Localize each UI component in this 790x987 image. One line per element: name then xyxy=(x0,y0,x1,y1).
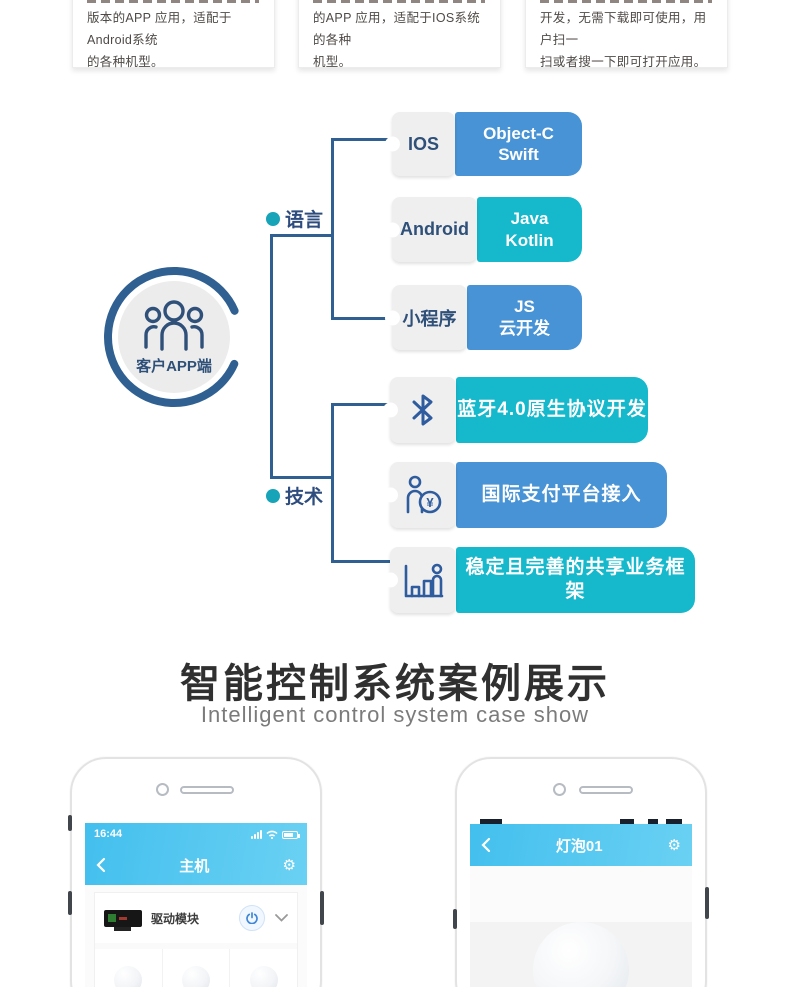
tree-language-junction-line xyxy=(270,234,334,237)
phone-mockup-right: 灯泡01 ⚙ xyxy=(453,757,709,987)
tree-language-bracket-line xyxy=(331,138,334,320)
language-row-ios: IOS Object-C Swift xyxy=(392,112,582,176)
customer-app-hub: 客户APP端 xyxy=(100,263,248,411)
card-text: 的APP 应用，适配于IOS系统的各种机型。 xyxy=(313,11,481,69)
bluetooth-text-block: 蓝牙4.0原生协议开发 xyxy=(456,377,648,443)
side-button xyxy=(68,815,72,831)
bulb-image xyxy=(182,966,210,987)
nav-bar: 灯泡01 ⚙ xyxy=(470,824,692,866)
section-subtitle: Intelligent control system case show xyxy=(200,702,590,727)
hub-label: 客户APP端 xyxy=(136,358,212,375)
side-button xyxy=(453,909,457,929)
bluetooth-icon xyxy=(390,377,456,443)
app-bar: 16:44 xyxy=(85,823,307,885)
battery-icon xyxy=(282,830,300,839)
hub-ring xyxy=(104,267,244,407)
cropped-status-bar xyxy=(470,817,692,824)
people-group-icon xyxy=(144,300,204,351)
payment-person-icon: ¥ xyxy=(390,462,456,528)
tech-row-payment: ¥ 国际支付平台接入 xyxy=(390,462,667,528)
card-miniprogram: 开发，无需下载即可使用，用户扫一扫或者搜一下即可打开应用。 xyxy=(525,0,728,69)
nav-title: 灯泡01 xyxy=(555,837,603,855)
gear-icon[interactable]: ⚙ xyxy=(667,836,681,854)
drive-module-image xyxy=(104,909,142,931)
card-text: 开发，无需下载即可使用，用户扫一扫或者搜一下即可打开应用。 xyxy=(540,11,707,69)
tree-ios-stub-line xyxy=(331,138,392,141)
camera-icon xyxy=(156,783,169,796)
tree-tech-bracket-line xyxy=(331,403,334,563)
ios-label-tag: IOS xyxy=(392,112,455,176)
bulb-tiles-row xyxy=(95,943,298,987)
status-icons xyxy=(251,829,300,839)
bullet-dot-icon xyxy=(266,211,280,226)
framework-text-block: 稳定且完善的共享业务框架 xyxy=(456,547,695,613)
miniprogram-tech-block: JS 云开发 xyxy=(467,285,582,350)
tech-row-bluetooth: 蓝牙4.0原生协议开发 xyxy=(390,377,648,443)
bulb-image xyxy=(114,966,143,987)
screen-content: 驱动模块 xyxy=(85,885,307,987)
status-bar: 16:44 xyxy=(85,823,307,845)
side-button xyxy=(320,891,324,925)
svg-text:¥: ¥ xyxy=(426,495,434,510)
side-button xyxy=(705,887,709,919)
back-chevron-icon[interactable] xyxy=(481,837,491,853)
gear-icon[interactable]: ⚙ xyxy=(282,856,296,874)
screen-content xyxy=(470,922,692,987)
phone-mockup-left: 16:44 xyxy=(68,757,324,987)
branch-language-label: 语言 xyxy=(266,205,323,232)
branch-tech-label: 技术 xyxy=(266,482,323,509)
speaker-icon xyxy=(180,786,234,794)
tree-miniprogram-stub-line xyxy=(331,317,392,320)
card-ios: 的APP 应用，适配于IOS系统的各种机型。 xyxy=(298,0,501,69)
chevron-down-icon[interactable] xyxy=(275,914,288,922)
tree-framework-stub-line xyxy=(331,560,390,563)
power-toggle-icon[interactable] xyxy=(239,905,265,931)
nav-bar: 主机 ⚙ xyxy=(85,845,307,885)
phone-screen: 16:44 xyxy=(85,823,307,987)
bulb-image xyxy=(249,966,278,987)
status-time: 16:44 xyxy=(94,828,123,840)
nav-title: 主机 xyxy=(179,857,210,875)
device-label: 驱动模块 xyxy=(151,911,200,926)
bulb-tile[interactable] xyxy=(230,949,298,987)
tree-tech-junction-line xyxy=(270,476,334,479)
app-bar: 灯泡01 ⚙ xyxy=(470,824,692,866)
wifi-icon xyxy=(266,830,278,839)
side-button xyxy=(68,891,72,915)
language-row-miniprogram: 小程序 JS 云开发 xyxy=(392,285,582,350)
card-text: 版本的APP 应用，适配于Android系统的各种机型。 xyxy=(87,11,232,69)
camera-icon xyxy=(553,783,566,796)
cropped-text-line xyxy=(540,0,712,3)
tree-bluetooth-stub-line xyxy=(331,403,390,406)
cropped-text-line xyxy=(313,0,485,3)
bar-chart-person-icon xyxy=(390,547,456,613)
cropped-text-line xyxy=(87,0,259,3)
bulb-tile[interactable] xyxy=(95,949,163,987)
android-tech-block: Java Kotlin xyxy=(477,197,582,262)
payment-text-block: 国际支付平台接入 xyxy=(456,462,667,528)
android-label-tag: Android xyxy=(392,197,477,262)
tree-trunk-line xyxy=(270,235,273,479)
speaker-icon xyxy=(579,786,633,794)
card-android: 版本的APP 应用，适配于Android系统的各种机型。 xyxy=(72,0,275,69)
section-title: 智能控制系统案例展示 xyxy=(180,662,610,706)
device-row[interactable]: 驱动模块 xyxy=(95,893,297,943)
language-row-android: Android Java Kotlin xyxy=(392,197,582,262)
bullet-dot-icon xyxy=(266,488,280,503)
ios-tech-block: Object-C Swift xyxy=(455,112,582,176)
bulb-image-large xyxy=(533,922,629,987)
miniprogram-label-tag: 小程序 xyxy=(392,285,467,350)
bulb-tile[interactable] xyxy=(162,949,231,987)
tech-row-framework: 稳定且完善的共享业务框架 xyxy=(390,547,695,613)
back-chevron-icon[interactable] xyxy=(96,857,106,873)
signal-icon xyxy=(251,829,262,839)
device-card: 驱动模块 xyxy=(94,892,298,987)
phone-screen: 灯泡01 ⚙ xyxy=(470,817,692,987)
